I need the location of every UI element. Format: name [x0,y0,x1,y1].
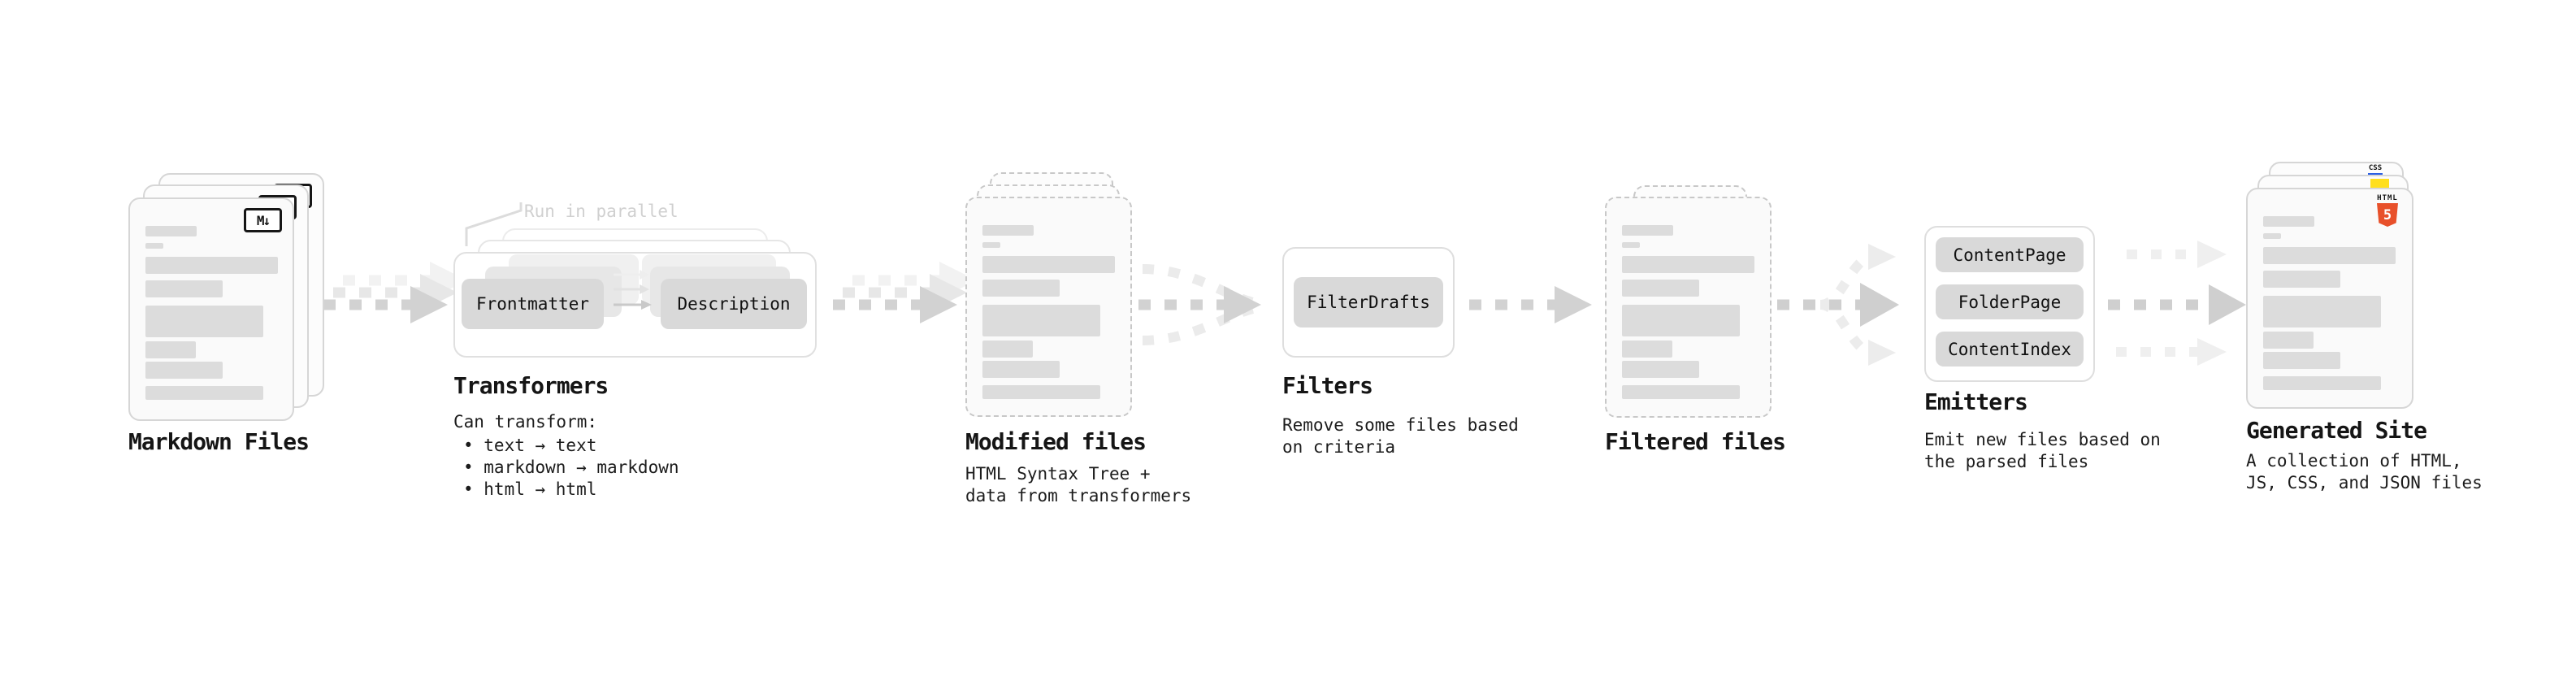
bullet-item: • text → text [463,436,597,455]
css-file-icon: CSS [2366,165,2384,176]
text-placeholder-bar [982,361,1060,378]
description-line: the parsed files [1924,452,2089,471]
markdown-icon: M↓ [244,208,282,232]
text-placeholder-bar [982,340,1033,358]
text-placeholder-bar [145,386,263,400]
flow-arrow-markdown-to-transformers-icon [323,262,467,323]
callout-line-icon [465,202,523,246]
text-placeholder-bar [2263,271,2340,288]
flow-arrow-filtered-to-emitters-icon [1777,244,1899,366]
flow-arrow-filters-to-filtered-icon [1469,286,1592,323]
css-badge-text: CSS [2368,164,2383,172]
description-box: Description [661,279,807,329]
filterdrafts-box: FilterDrafts [1294,277,1443,327]
text-placeholder-bar [1622,305,1740,336]
text-placeholder-bar [2263,247,2396,264]
modified-files-description: HTML Syntax Tree + data from transformer… [965,463,1191,507]
filters-description: Remove some files based on criteria [1282,414,1519,458]
folderpage-box: FolderPage [1936,284,2084,319]
text-placeholder-bar [2263,296,2381,327]
description-line: data from transformers [965,486,1192,505]
run-in-parallel-annotation: Run in parallel [524,202,679,221]
generated-site-description: A collection of HTML, JS, CSS, and JSON … [2246,450,2483,494]
parallel-arrows-icon [614,270,652,310]
transformers-bullet-list: • text → text • markdown → markdown • ht… [463,435,679,501]
description-line: A collection of HTML, [2246,451,2462,471]
text-placeholder-bar [145,306,263,337]
text-placeholder-bar [1622,385,1740,399]
text-placeholder-bar [1622,242,1640,248]
description-line: Remove some files based [1282,415,1519,435]
html5-icon: HTML 5 [2374,194,2401,227]
text-placeholder-bar [982,385,1100,399]
text-placeholder-bar [145,362,223,379]
modified-files-label: Modified files [965,428,1147,455]
generated-site-label: Generated Site [2246,417,2427,444]
description-line: Emit new files based on [1924,430,2161,449]
text-placeholder-bar [2263,376,2381,390]
html5-badge-number: 5 [2383,206,2392,223]
modified-file-card [965,197,1132,417]
html5-badge-text: HTML [2377,194,2398,202]
text-placeholder-bar [2263,233,2281,239]
text-placeholder-bar [982,280,1060,297]
text-placeholder-bar [982,225,1034,236]
markdown-files-label: Markdown Files [128,428,310,455]
css-blue-bar [2368,173,2383,176]
transformers-description-title: Can transform: [453,412,598,432]
text-placeholder-bar [982,242,1000,248]
text-placeholder-bar [2263,352,2340,369]
flow-arrow-emitters-to-generated-icon [2108,241,2246,366]
contentpage-box: ContentPage [1936,237,2084,272]
description-line: HTML Syntax Tree + [965,464,1151,484]
text-placeholder-bar [2263,216,2314,227]
js-file-icon [2370,179,2389,189]
text-placeholder-bar [982,256,1115,273]
text-placeholder-bar [1622,280,1699,297]
generated-file-card: HTML 5 [2246,188,2413,409]
transformers-label: Transformers [453,372,609,399]
text-placeholder-bar [1622,340,1672,358]
text-placeholder-bar [2263,332,2314,349]
filtered-file-card [1605,197,1772,418]
text-placeholder-bar [982,305,1100,336]
flow-arrow-modified-to-filters-icon [1138,264,1261,345]
contentindex-box: ContentIndex [1936,332,2084,367]
text-placeholder-bar [145,243,163,249]
description-line: on criteria [1282,437,1396,457]
text-placeholder-bar [145,341,196,358]
text-placeholder-bar [145,226,197,236]
text-placeholder-bar [1622,361,1699,378]
text-placeholder-bar [145,257,278,274]
bullet-item: • html → html [463,479,597,499]
text-placeholder-bar [1622,256,1754,273]
emitters-label: Emitters [1924,388,2028,415]
frontmatter-box: Frontmatter [462,279,604,329]
filtered-files-label: Filtered files [1605,428,1786,455]
text-placeholder-bar [1622,225,1673,236]
emitters-description: Emit new files based on the parsed files [1924,429,2161,473]
flow-arrow-transformers-to-modified-icon [833,262,977,323]
markdown-file-card: M↓ [128,197,294,421]
description-line: JS, CSS, and JSON files [2246,473,2483,492]
text-placeholder-bar [145,280,223,297]
bullet-item: • markdown → markdown [463,458,679,477]
filters-label: Filters [1282,372,1373,399]
